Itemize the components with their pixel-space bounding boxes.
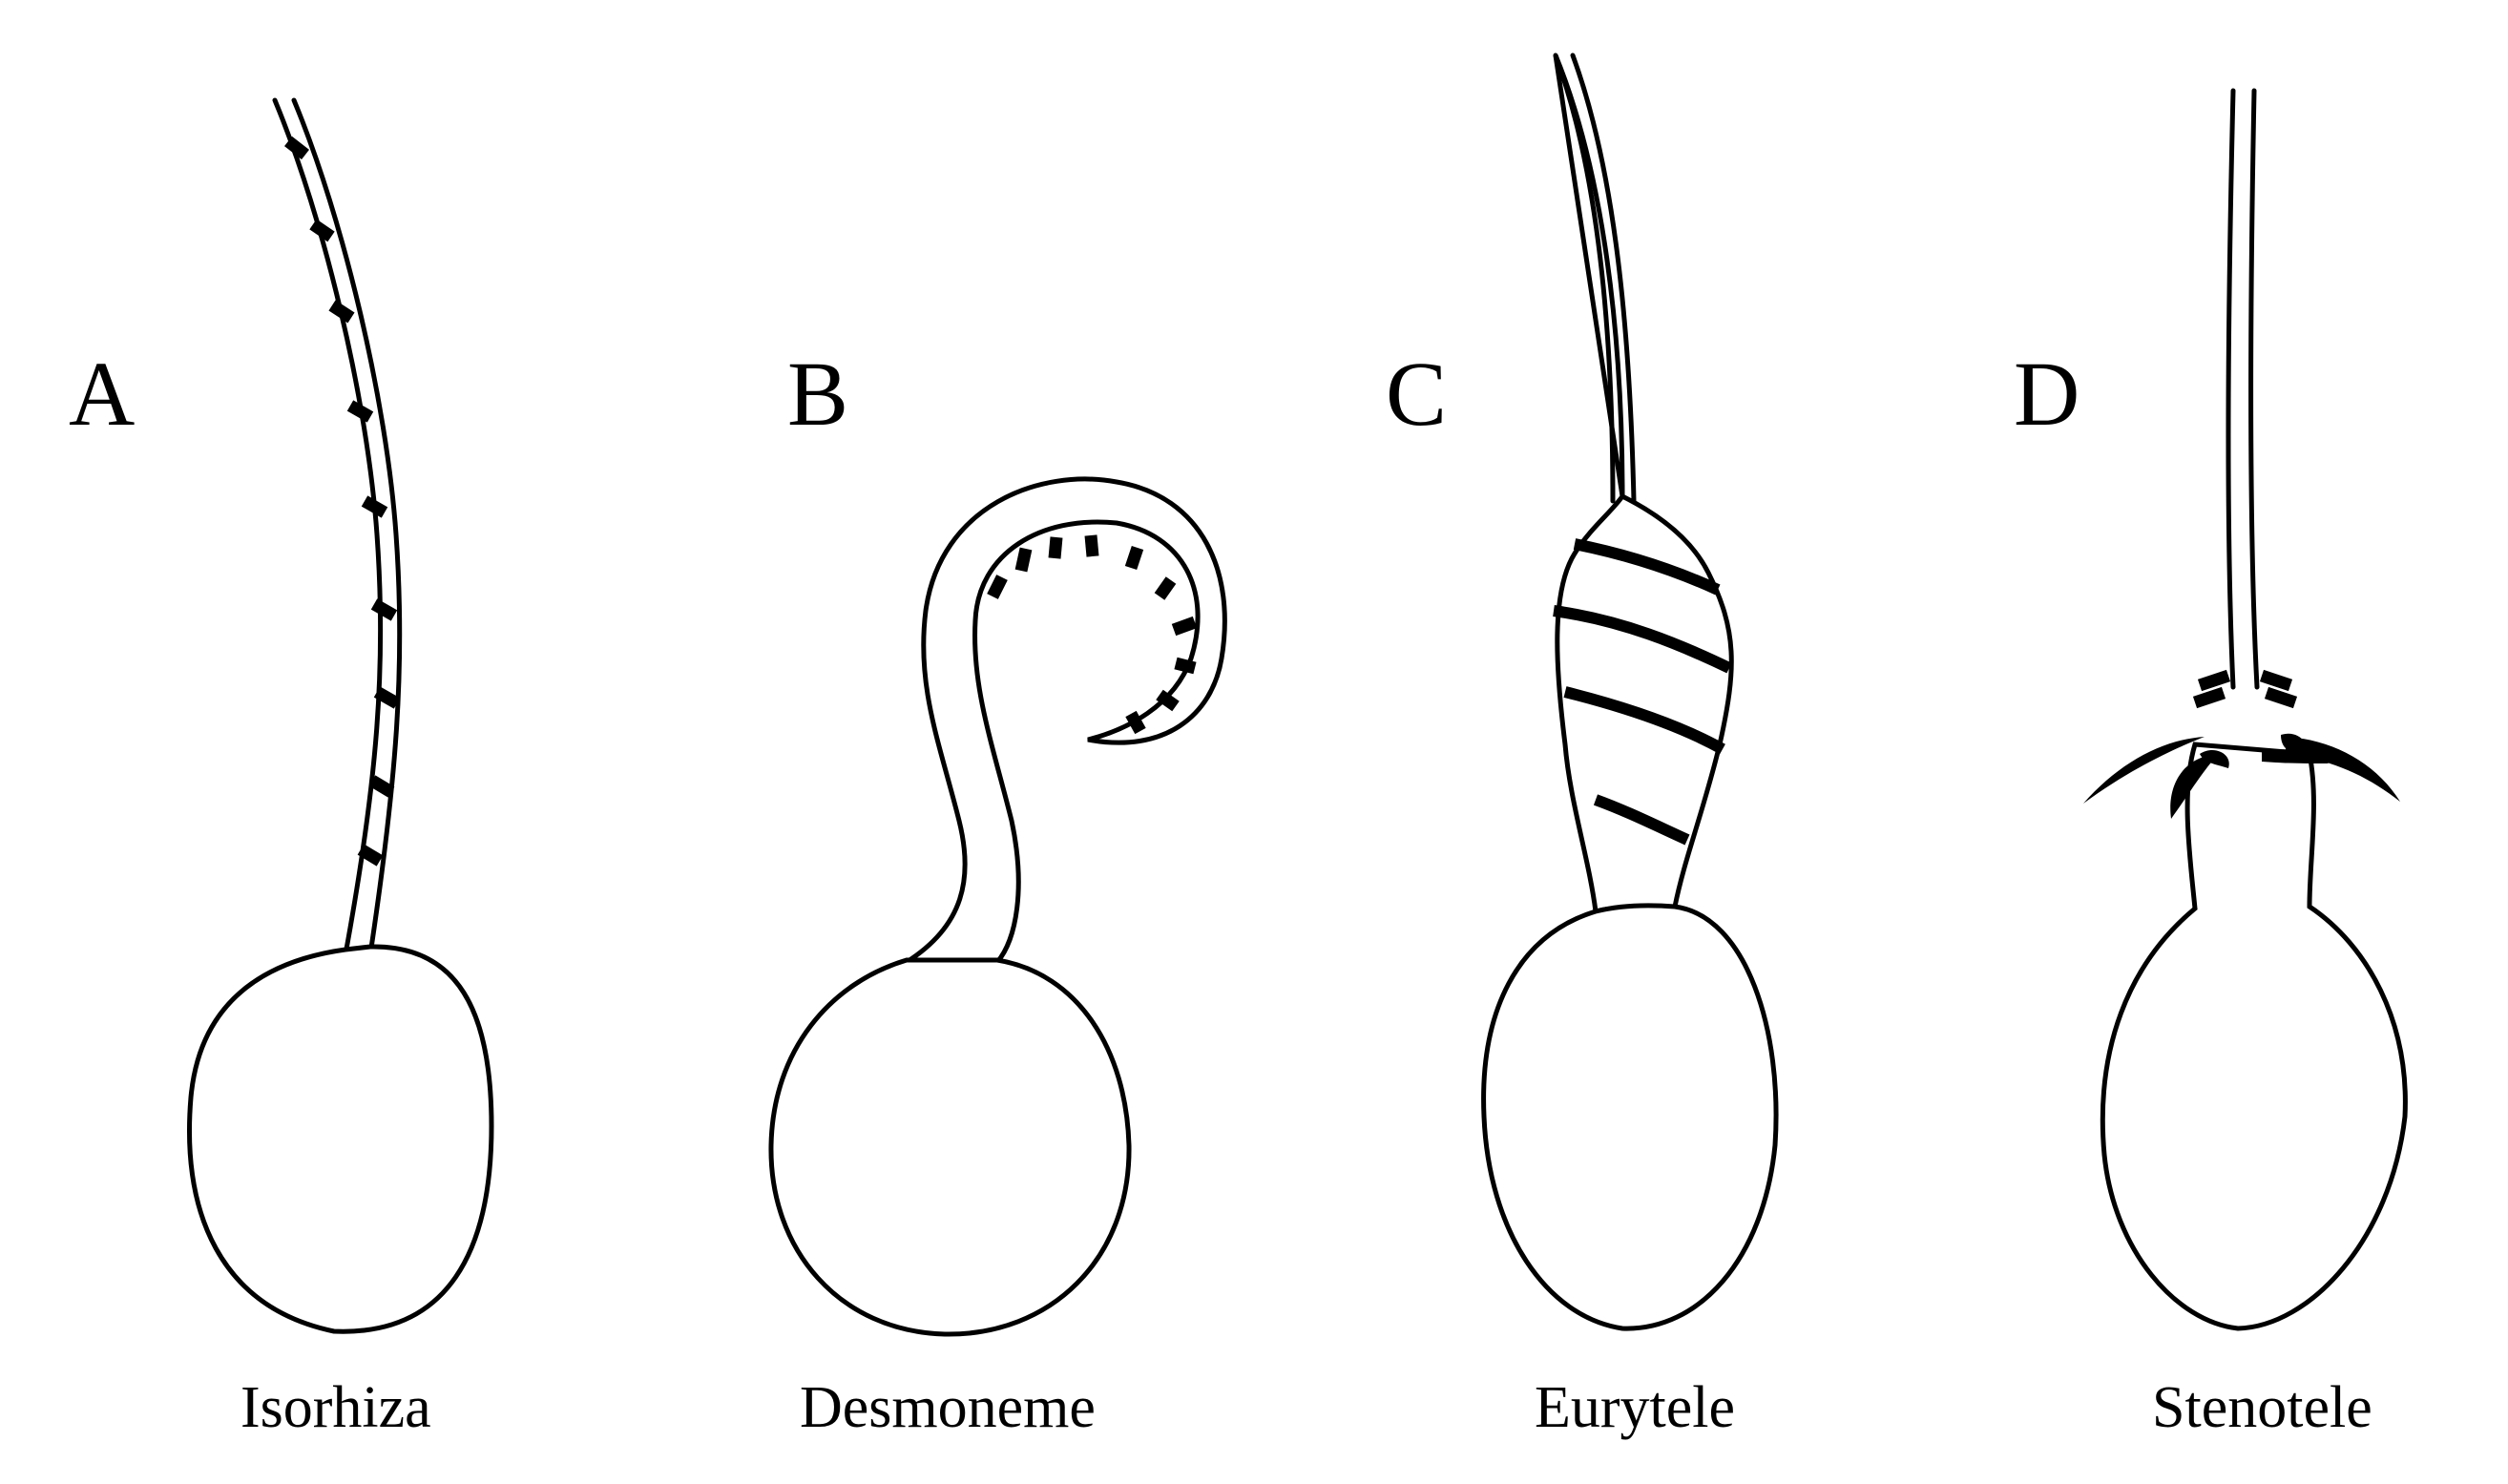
eurytele-thread-right	[1570, 52, 1637, 504]
panel-a-isorhiza: A Isorhiza	[69, 97, 494, 1440]
panel-d-stenotele: D Stenotele	[2014, 88, 2408, 1440]
stenotele-thread-left	[2226, 88, 2236, 690]
desmoneme-coiled-thread	[898, 476, 1227, 965]
stenotele-collar-marks	[2192, 669, 2298, 709]
panel-c-letter: C	[1386, 343, 1447, 445]
panel-a-letter: A	[69, 343, 135, 445]
stenotele-thread-right	[2248, 88, 2260, 690]
panel-b-desmoneme: B Desmoneme	[768, 343, 1227, 1440]
eurytele-spiral-bands	[1553, 538, 1732, 846]
panel-c-eurytele: C Eurytele	[1386, 52, 1779, 1440]
eurytele-shaft	[1553, 54, 1734, 915]
desmoneme-barbs	[987, 534, 1198, 735]
stenotele-spine-outer-right	[2286, 737, 2400, 802]
desmoneme-capsule	[768, 957, 1132, 1337]
panel-b-letter: B	[787, 343, 848, 445]
isorhiza-capsule	[187, 944, 494, 1334]
stenotele-stylets	[2083, 733, 2400, 819]
eurytele-capsule	[1481, 903, 1779, 1331]
panel-a-caption: Isorhiza	[240, 1375, 431, 1440]
panel-d-caption: Stenotele	[2152, 1375, 2372, 1440]
panel-d-letter: D	[2014, 343, 2080, 445]
eurytele-thread-left	[1553, 52, 1616, 504]
stenotele-capsule	[2100, 742, 2408, 1331]
panel-b-caption: Desmoneme	[800, 1375, 1096, 1440]
stenotele-spine-inner-right	[2262, 749, 2329, 763]
stenotele-spine-inner-left	[2170, 754, 2219, 819]
isorhiza-barbs	[284, 136, 401, 867]
isorhiza-thread-right	[291, 97, 403, 957]
panel-c-caption: Eurytele	[1535, 1375, 1735, 1440]
